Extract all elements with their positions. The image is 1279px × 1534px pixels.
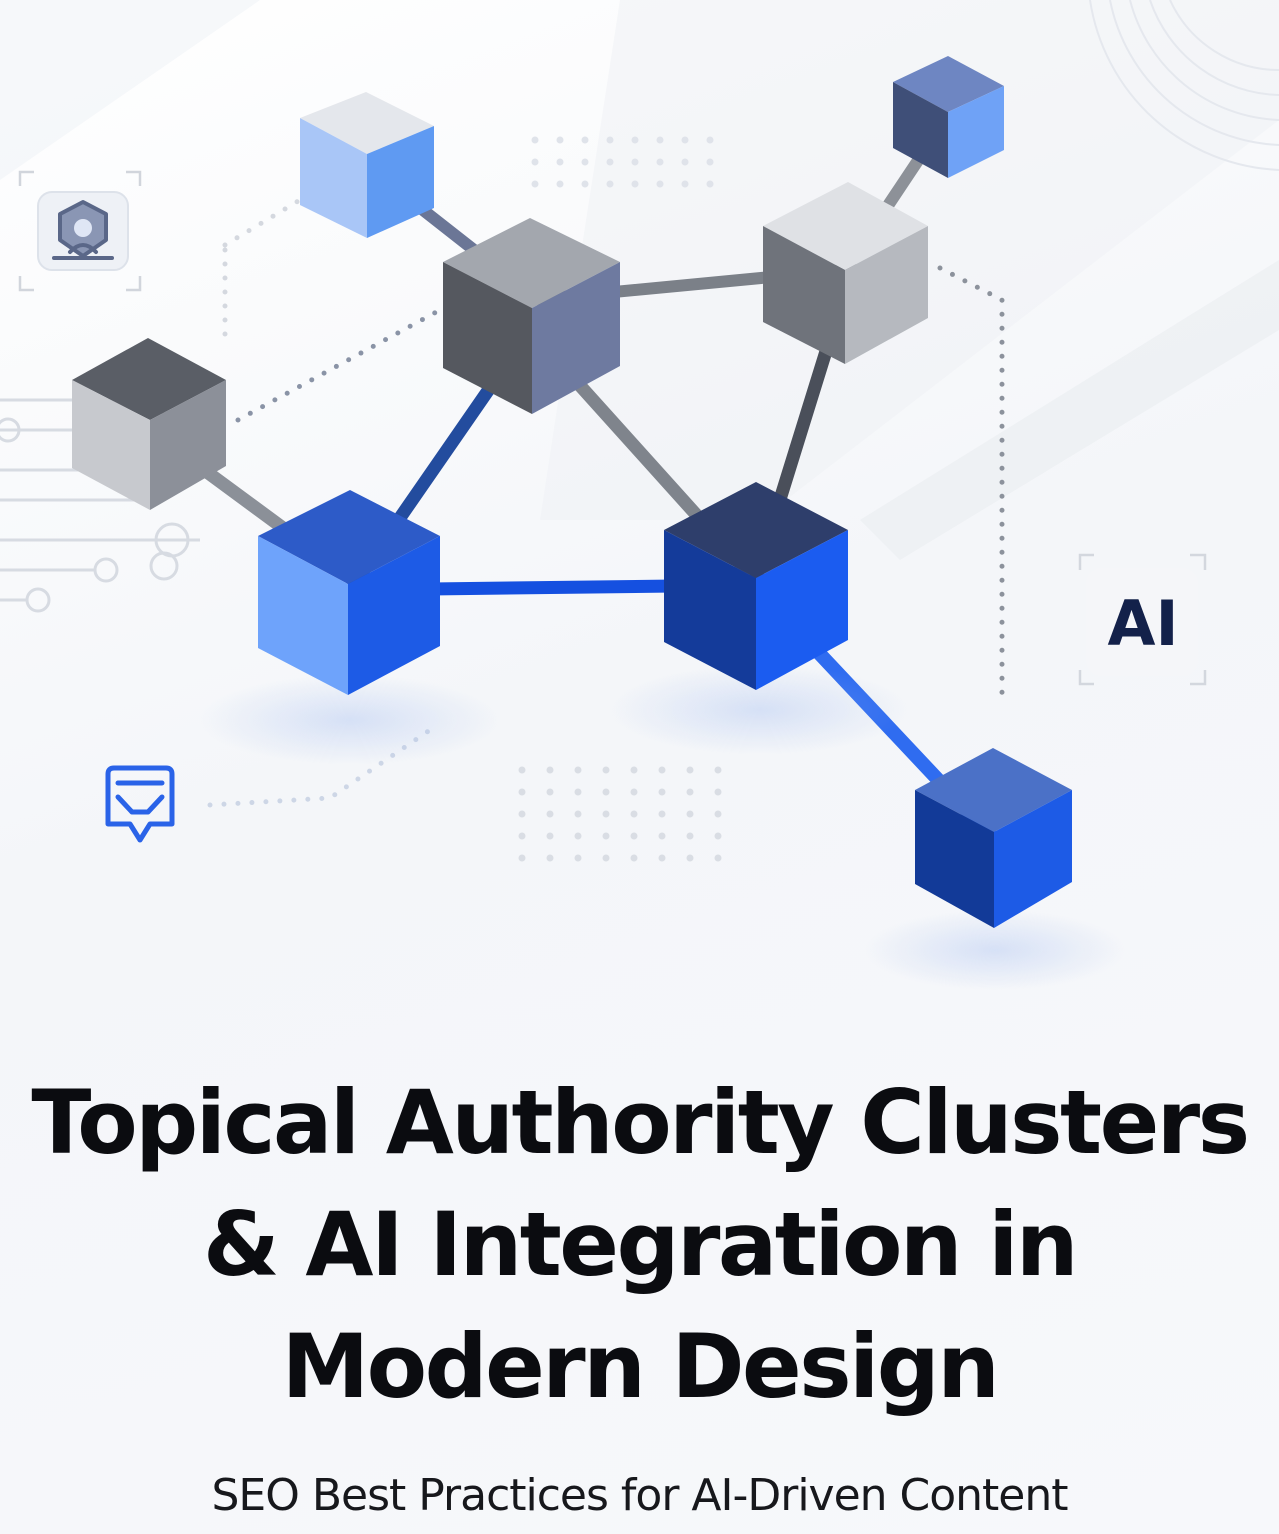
title-line-3: Modern Design	[271, 1306, 1008, 1428]
title-line-2: & AI Integration in	[202, 1193, 1079, 1296]
node-cube	[72, 338, 226, 510]
ai-badge-text: AI	[1107, 587, 1178, 660]
node-cube	[258, 490, 440, 695]
shield-icon	[37, 191, 129, 271]
dotted-connectors	[207, 197, 1005, 808]
dot-grid-top	[531, 136, 714, 188]
ai-badge	[1086, 568, 1198, 676]
page-title: Topical Authority Clusters & AI Integrat…	[0, 1062, 1279, 1428]
dot-grid-bottom	[518, 766, 722, 862]
subtitle: SEO Best Practices for AI-Driven Content	[211, 1470, 1068, 1521]
node-cube	[664, 482, 848, 690]
node-cube	[763, 182, 928, 364]
ai-badge-frame	[1078, 553, 1207, 686]
node-glows	[200, 665, 1125, 990]
shield-icon-frame	[18, 170, 142, 292]
node-cube	[443, 218, 620, 414]
node-cube	[893, 56, 1004, 178]
chat-icon	[105, 765, 175, 843]
node-cube	[300, 92, 434, 238]
network-illustration: AI	[0, 0, 1279, 990]
node-cube	[915, 748, 1072, 928]
title-line-1: Topical Authority Clusters	[31, 1071, 1250, 1174]
